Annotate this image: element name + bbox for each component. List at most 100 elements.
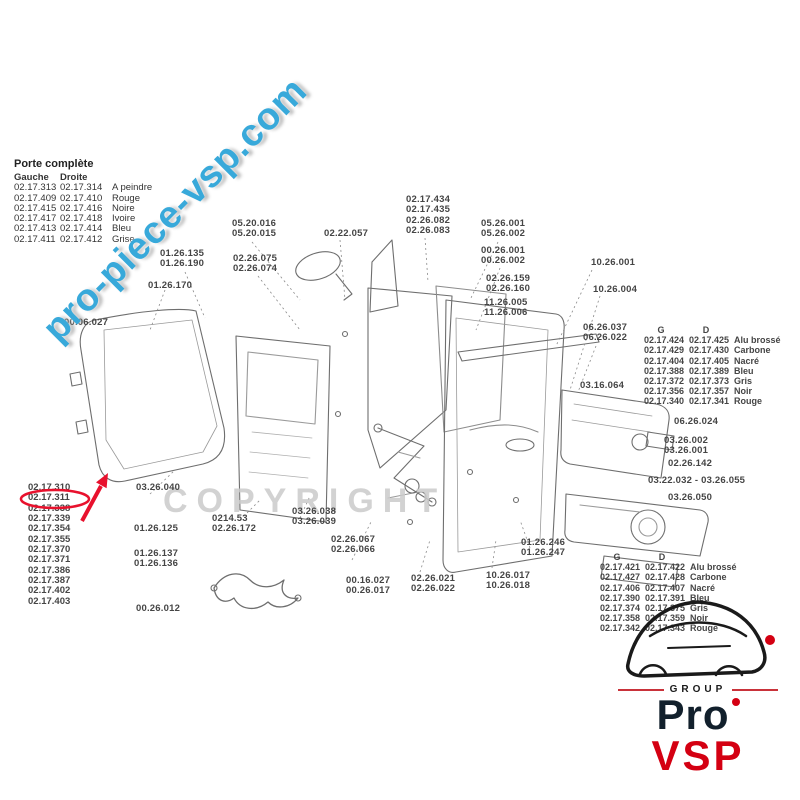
part-number: 02.17.310 (28, 482, 71, 493)
color-name: Carbone (690, 572, 727, 583)
part-label-group: 00.26.012 (136, 603, 180, 614)
part-number: 03.26.040 (136, 482, 181, 493)
part-number: 01.26.190 (160, 258, 205, 270)
logo-pro-word: Pro (656, 691, 730, 738)
part-label-group: 02.22.057 (324, 228, 368, 239)
logo-red-dot (731, 698, 740, 706)
color-name: Noire (112, 202, 135, 214)
part-number: 02.17.417 (14, 213, 57, 225)
part-number: 02.17.357 (689, 386, 730, 397)
part-number: 05.26.001 (481, 218, 526, 229)
part-number: 02.17.412 (60, 233, 103, 245)
part-number: 06.26.022 (583, 332, 628, 344)
part-number: 02.26.082 (406, 214, 451, 226)
part-number: 02.17.389 (689, 365, 730, 376)
part-number: 02.17.425 (689, 335, 730, 346)
part-number: 10.26.018 (486, 580, 531, 592)
part-number: 02.17.413 (14, 223, 57, 235)
part-number: 01.26.246 (521, 537, 566, 548)
part-label-group: 01.26.170 (148, 280, 193, 291)
color-name: Gris (690, 603, 709, 614)
part-label-group: 10.26.001 (591, 257, 636, 268)
part-number: 02.26.075 (233, 253, 278, 264)
part-label-group: 01.26.125 (134, 523, 179, 534)
part-number: 02.26.067 (331, 534, 376, 545)
part-number: 02.17.428 (645, 572, 686, 583)
part-label-group: 06.26.024 (674, 416, 718, 427)
part-number: 02.17.390 (600, 592, 641, 603)
part-number: 05.20.016 (232, 218, 277, 229)
part-number: 01.26.247 (521, 547, 566, 559)
part-number: 03.26.050 (668, 492, 713, 503)
part-number: 00.26.001 (481, 245, 526, 256)
part-number: 02.26.160 (486, 283, 531, 295)
part-number: 10.26.001 (591, 257, 636, 268)
part-number: 02.17.421 (600, 562, 641, 573)
part-number: 10.26.017 (486, 570, 531, 581)
part-number: 01.26.170 (148, 280, 193, 291)
part-number: 02.17.416 (60, 202, 103, 214)
color-name: Nacré (690, 582, 716, 593)
part-number: 03.22.032 - 03.26.055 (648, 475, 746, 486)
color-name: Alu brossé (734, 335, 781, 346)
logo-vsp-text: VSP (651, 732, 745, 779)
part-number: 02.17.313 (14, 182, 57, 194)
part-number: 02.17.372 (644, 376, 685, 387)
part-number: 0214.53 (212, 513, 248, 524)
color-name: Alu brossé (690, 562, 737, 573)
part-number: 02.17.356 (644, 386, 685, 397)
color-name: Grise (112, 233, 135, 245)
part-number: 02.17.422 (645, 562, 686, 573)
door-panel-part-list: 02.17.310 02.17.311 02.17.338 02.17.339 … (28, 482, 71, 607)
color-name: Rouge (690, 623, 718, 634)
provsp-logo: GROUP Pro VSP (598, 586, 798, 777)
part-number: 10.26.004 (593, 284, 638, 295)
logo-pro-text: Pro (598, 694, 798, 736)
part-number: 02.17.430 (689, 345, 730, 356)
part-number: 02.17.429 (644, 345, 685, 356)
part-number: 02.17.354 (28, 523, 71, 535)
part-number: 02.17.359 (645, 613, 686, 624)
part-number: 02.17.415 (14, 202, 57, 214)
part-number: 02.26.022 (411, 583, 456, 595)
part-number: 02.26.142 (668, 458, 713, 469)
part-number: 02.17.424 (644, 335, 685, 346)
column-header-empty (734, 325, 792, 335)
part-number: 06.26.037 (583, 322, 628, 333)
part-number: 02.17.414 (60, 223, 103, 235)
part-number: 05.20.015 (232, 228, 277, 240)
part-number: 02.17.373 (689, 376, 730, 387)
part-number: 02.17.387 (28, 575, 71, 587)
part-number: 00.26.002 (481, 255, 526, 267)
part-label-group: 03.26.050 (668, 492, 713, 503)
car-outline-icon (625, 600, 775, 678)
part-number: 02.26.074 (233, 263, 278, 275)
part-number: 03.26.001 (664, 445, 709, 457)
part-number: 02.17.406 (600, 582, 641, 593)
part-number: 01.26.125 (134, 523, 179, 534)
part-number: 01.26.136 (134, 558, 179, 570)
part-number: 02.26.066 (331, 544, 376, 556)
column-header-d: D (658, 552, 666, 562)
color-name: Bleu (112, 223, 132, 235)
logo-group-label: GROUP (598, 684, 798, 695)
part-number: 00.16.027 (346, 575, 391, 586)
part-number: 02.17.342 (600, 623, 641, 634)
